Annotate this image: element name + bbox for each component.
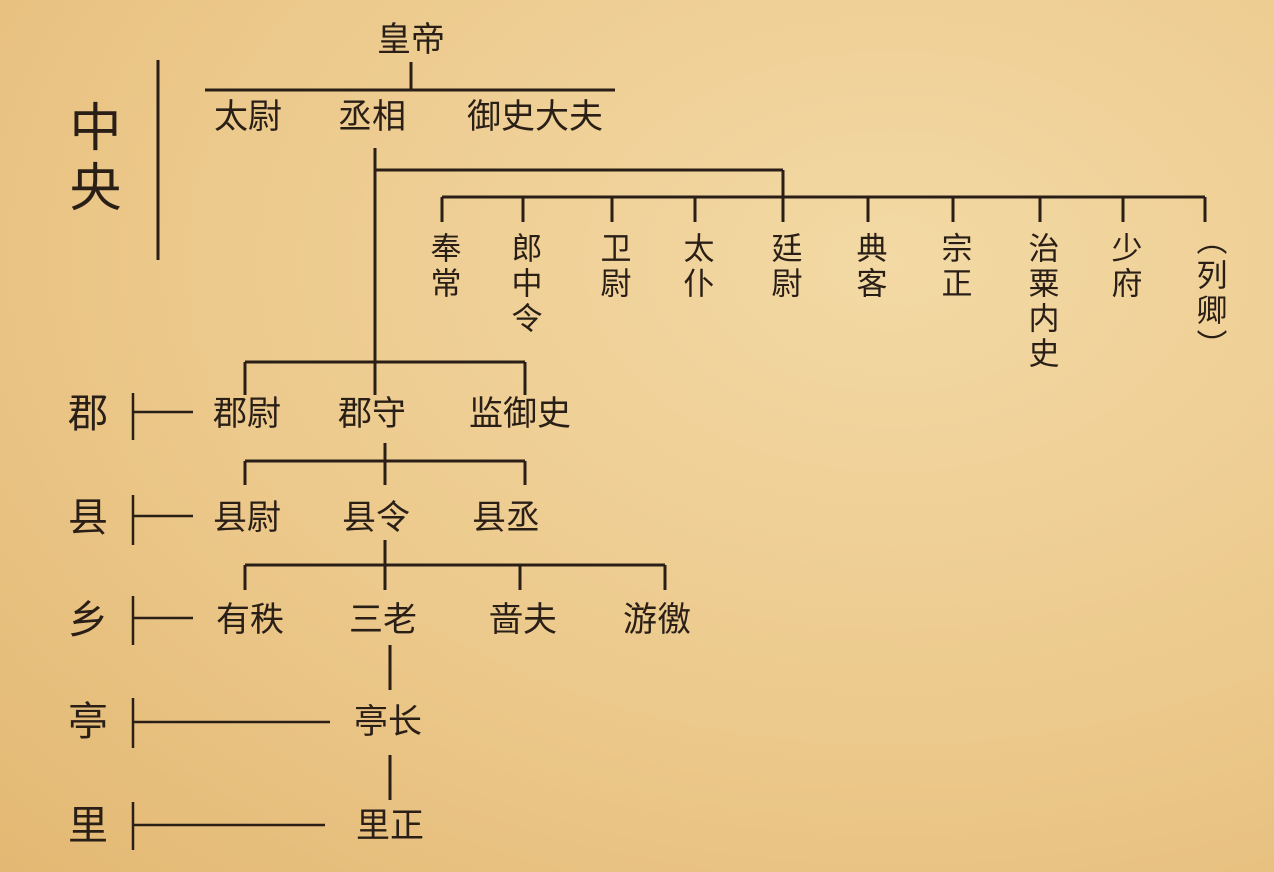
level-label-li: 里 (68, 803, 108, 849)
official: 游徼 (623, 600, 691, 640)
minister: 典客 (850, 232, 887, 302)
official: 有秩 (216, 600, 284, 640)
minister: 奉常 (424, 232, 461, 302)
official: 监御史 (469, 394, 571, 434)
minister: 郎中令 (505, 232, 542, 337)
level-label-jun: 郡 (68, 391, 108, 437)
minister: 卫尉 (594, 232, 631, 302)
central-level-label: 中央 (60, 100, 120, 220)
official: 郡尉 (213, 394, 281, 434)
lord-chancellor: 丞相 (338, 97, 406, 137)
minister: 治粟内史 (1022, 232, 1059, 372)
lord-censor: 御史大夫 (467, 97, 603, 137)
level-label-xian: 县 (68, 495, 108, 541)
minister: 宗正 (935, 232, 972, 302)
official: 里正 (356, 806, 424, 846)
minister: （列卿） (1190, 224, 1227, 364)
level-label-ting: 亭 (68, 699, 108, 745)
official: 郡守 (338, 394, 406, 434)
level-label-xiang: 乡 (68, 597, 108, 643)
minister: 少府 (1105, 232, 1142, 302)
lord-taiwei: 太尉 (214, 97, 282, 137)
minister: 廷尉 (765, 232, 802, 302)
emperor: 皇帝 (377, 20, 445, 60)
official: 县尉 (213, 498, 281, 538)
official: 县令 (342, 498, 410, 538)
minister: 太仆 (677, 232, 714, 302)
official: 三老 (349, 600, 417, 640)
official: 县丞 (472, 498, 540, 538)
official: 啬夫 (489, 600, 557, 640)
official: 亭长 (354, 702, 422, 742)
